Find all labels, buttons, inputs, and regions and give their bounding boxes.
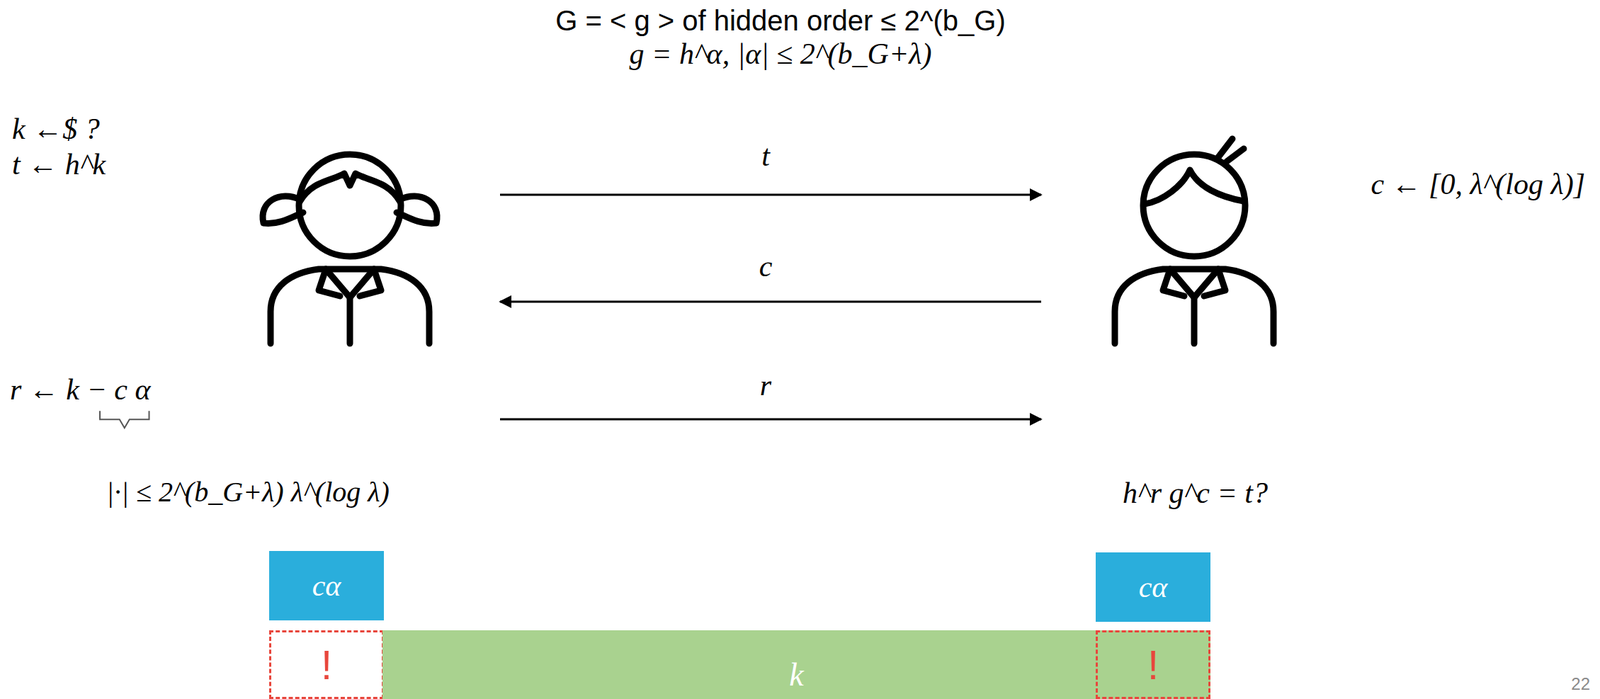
message-arrow	[500, 194, 1042, 197]
message-label: r	[759, 368, 772, 403]
group-definition: G = < g > of hidden order ≤ 2^(b_G)	[555, 4, 1006, 37]
box-text: k	[789, 657, 804, 694]
page-number: 22	[1570, 674, 1591, 695]
verification-check: h^r g^c = t?	[1122, 475, 1268, 510]
commitment: t ← h^k	[12, 147, 106, 182]
secret-sampling: k ←$ ?	[12, 111, 100, 146]
girl-figure	[262, 154, 438, 344]
range-bar: k!	[382, 630, 1211, 699]
box-text: !	[1147, 642, 1159, 688]
size-bound: |·| ≤ 2^(b_G+λ) λ^(log λ)	[106, 475, 390, 509]
message-arrow	[500, 418, 1042, 421]
warning-box: !	[269, 630, 384, 699]
underbrace	[99, 410, 149, 428]
challenge-range: c ← [0, λ^(log λ)]	[1370, 167, 1586, 202]
message-label: c	[759, 249, 773, 284]
response: r ← k − c α	[9, 372, 151, 407]
boy-figure	[1114, 138, 1274, 344]
box-text: cα	[312, 569, 342, 603]
highlight-box: cα	[1095, 552, 1211, 622]
warning-box: !	[1095, 630, 1211, 699]
box-text: !	[320, 642, 333, 688]
generator-relation: g = h^α, |α| ≤ 2^(b_G+λ)	[629, 36, 933, 71]
highlight-box: cα	[269, 551, 384, 621]
message-label: t	[761, 138, 770, 173]
box-text: cα	[1138, 570, 1168, 604]
message-arrow	[500, 301, 1042, 304]
